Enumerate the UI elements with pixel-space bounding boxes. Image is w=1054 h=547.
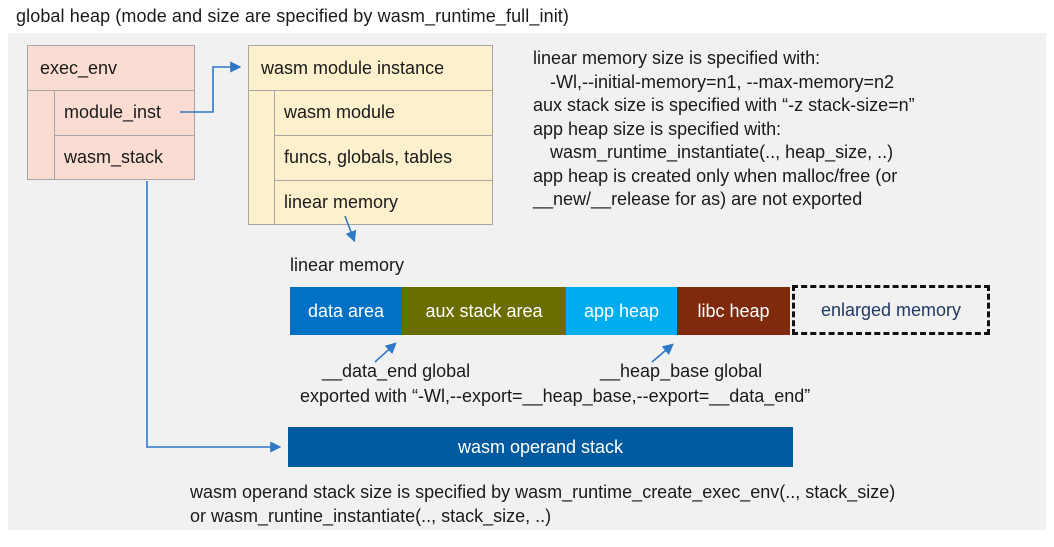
row-linear-memory: linear memory — [284, 192, 399, 212]
module-instance-header: wasm module instance — [261, 58, 445, 78]
divider — [274, 135, 492, 136]
divider — [274, 180, 492, 181]
segment-aux-stack-area: aux stack area — [402, 287, 566, 335]
exec-env-box: exec_env module_inst wasm_stack — [27, 45, 195, 180]
note-line: aux stack size is specified with “-z sta… — [533, 95, 915, 115]
page-title: global heap (mode and size are specified… — [16, 6, 569, 26]
exported-note: exported with “-Wl,--export=__heap_base,… — [300, 386, 811, 406]
note-line: app heap is created only when malloc/fre… — [533, 165, 898, 186]
note-line: -Wl,--initial-memory=n1, --max-memory=n2 — [550, 71, 895, 92]
note-line: linear memory size is specified with: — [533, 48, 821, 68]
operand-stack-bar: wasm operand stack — [288, 427, 793, 467]
note-line: wasm_runtime_instantiate(.., heap_size, … — [550, 142, 894, 162]
divider — [249, 90, 492, 91]
footer-note-line1: wasm operand stack size is specified by … — [190, 482, 896, 502]
linear-memory-label: linear memory — [290, 255, 405, 275]
notes-block: linear memory size is specified with: -W… — [533, 47, 1038, 212]
divider — [28, 90, 194, 91]
heap-base-label: __heap_base global — [600, 361, 763, 381]
row-wasm-module: wasm module — [284, 102, 396, 122]
divider — [54, 90, 55, 179]
divider — [54, 135, 194, 136]
note-line: __new/__release for as) are not exported — [533, 189, 863, 209]
segment-app-heap: app heap — [566, 287, 677, 335]
note-line: app heap size is specified with: — [533, 118, 782, 139]
enlarged-memory-box: enlarged memory — [792, 285, 990, 335]
row-funcs-globals-tables: funcs, globals, tables — [284, 147, 453, 167]
exec-env-row-module-inst: module_inst — [64, 102, 162, 122]
exec-env-row-wasm-stack: wasm_stack — [64, 147, 164, 167]
divider — [274, 90, 275, 224]
segment-data-area: data area — [290, 287, 402, 335]
data-end-label: __data_end global — [322, 361, 471, 381]
footer-note-line2: or wasm_runtine_instantiate(.., stack_si… — [190, 506, 552, 526]
module-instance-box: wasm module instance wasm module funcs, … — [248, 45, 493, 225]
segment-libc-heap: libc heap — [677, 287, 790, 335]
exec-env-header: exec_env — [40, 58, 118, 78]
